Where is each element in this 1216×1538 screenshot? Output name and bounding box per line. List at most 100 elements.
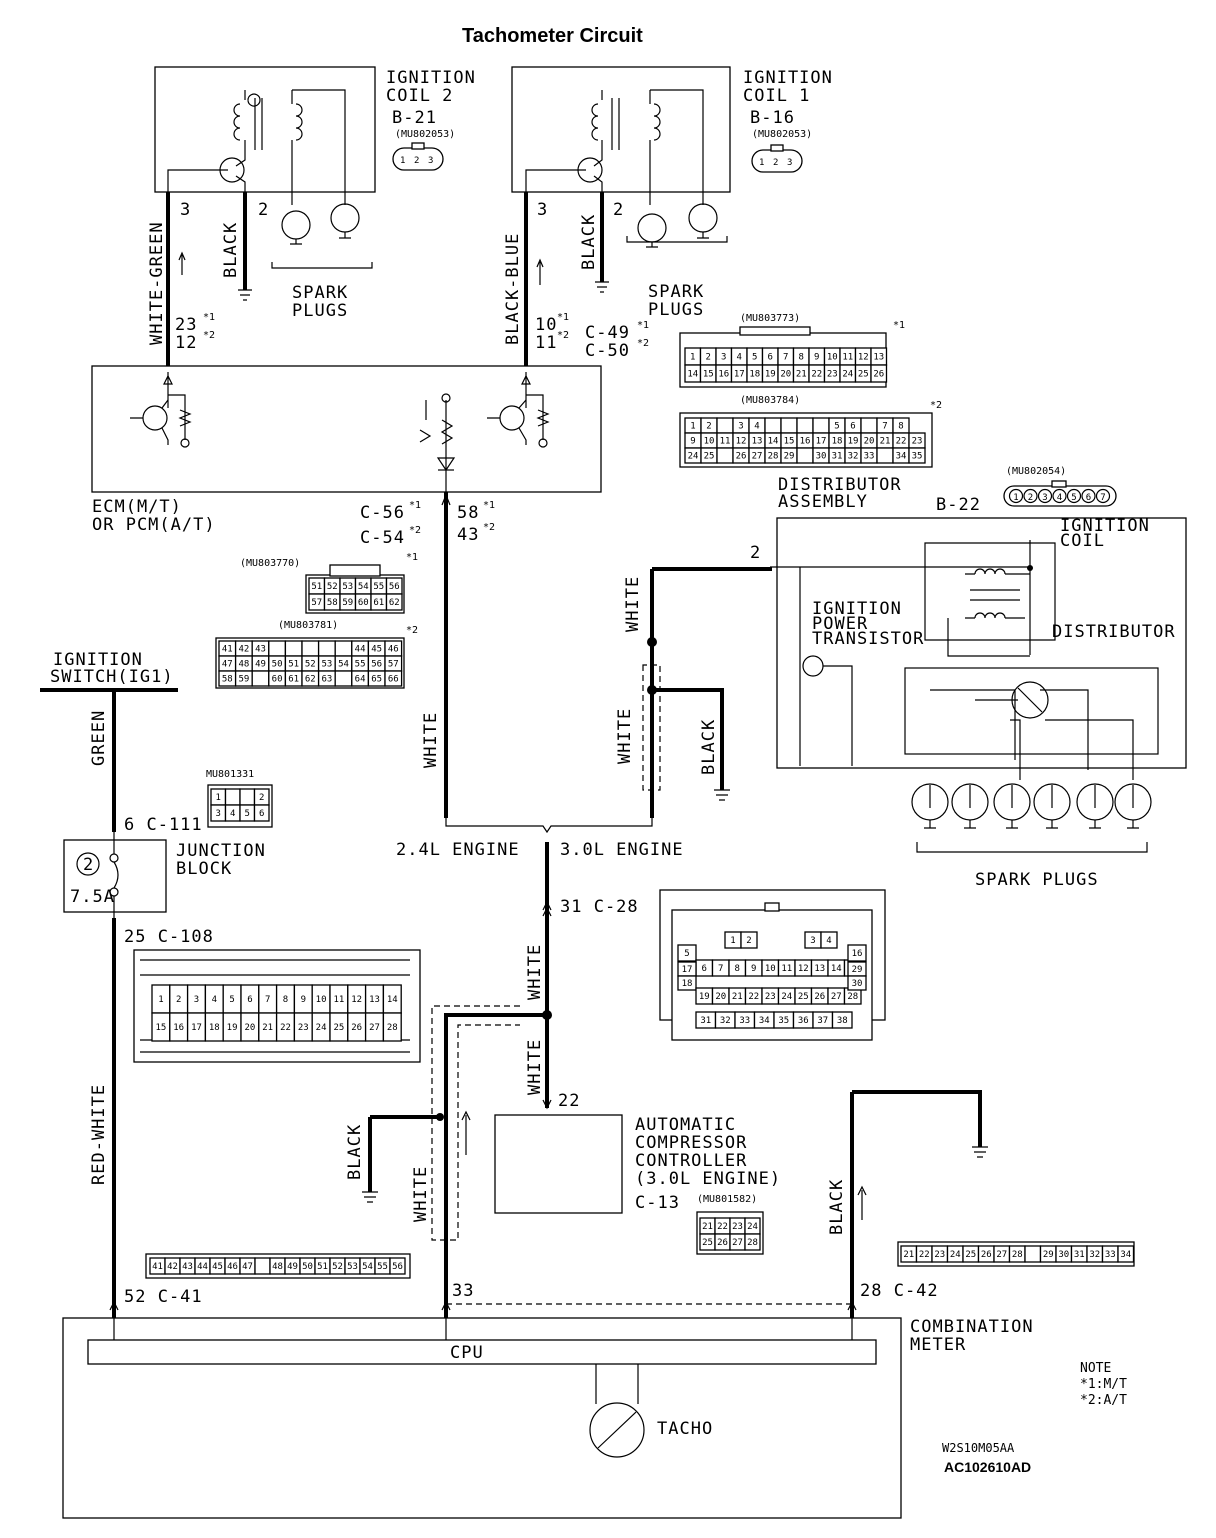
- c108-pin: 10: [316, 995, 327, 1005]
- c108-pin: 27: [369, 1023, 380, 1033]
- ecm-pin-58: 58: [457, 503, 479, 523]
- mu803784-pin: 16: [800, 437, 811, 447]
- c41-pin: 47: [242, 1262, 253, 1272]
- mu803784-pin: 12: [736, 437, 747, 447]
- ignition-coil-2: IGNITION COIL 2 B-21 (MU802053) 1 2 3 3 …: [154, 66, 475, 220]
- mu803773-pin: 7: [783, 353, 788, 363]
- star1-b: *1: [557, 312, 569, 323]
- mu803781-cell: [268, 640, 287, 657]
- c28-pin: 2: [746, 936, 751, 946]
- mu803784-pin: 18: [832, 437, 843, 447]
- distributor-ignition-coil-2: COIL: [1060, 531, 1105, 551]
- coil1-pin-2: 2: [773, 158, 778, 168]
- mu803784-pin: 2: [706, 422, 711, 432]
- c28-pin: 17: [682, 965, 693, 975]
- ecm-pin-11: 11: [535, 333, 557, 353]
- c41-pin: 52: [332, 1262, 343, 1272]
- mu801331-pin: 5: [245, 809, 250, 819]
- ecm-pin-12: 12: [175, 333, 197, 353]
- c28-pin: 27: [831, 992, 842, 1002]
- mu803773-pin: 26: [873, 370, 884, 380]
- coil1-pin-right: 2: [613, 200, 624, 220]
- mu803781-cell: [384, 670, 403, 687]
- coil1-name-1: IGNITION: [743, 68, 833, 88]
- c28-pin: 4: [826, 936, 831, 946]
- c42-pin: 31: [1074, 1250, 1085, 1260]
- mu803784-cell: [764, 417, 782, 434]
- engine-label-30: 3.0L ENGINE: [560, 840, 684, 860]
- compressor-connector: C-13: [635, 1193, 680, 1213]
- c28-pin: 21: [732, 992, 743, 1002]
- mu803784-pin: 35: [912, 452, 923, 462]
- wire-black-shield: BLACK: [345, 1124, 365, 1180]
- mu803781-cell: [284, 640, 303, 657]
- mu803773-pin: 9: [814, 353, 819, 363]
- distributor-pin-circle: [1081, 488, 1096, 504]
- mu803773-pin: 16: [718, 370, 729, 380]
- mu803781-pin: 63: [321, 675, 332, 685]
- combination-meter-1: COMBINATION: [910, 1317, 1034, 1337]
- mu803773-pin: 1: [690, 353, 695, 363]
- mu803773-pin: 14: [687, 370, 698, 380]
- spark-plug-ground-icon: [1089, 785, 1101, 829]
- wire-white-c13: WHITE: [525, 1039, 545, 1095]
- mu803784-pin: 5: [834, 422, 839, 432]
- combination-meter: COMBINATION METER CPU TACHO: [62, 1317, 1034, 1519]
- c41-pin: 54: [362, 1262, 373, 1272]
- mu803773-pin: 12: [858, 353, 869, 363]
- distributor-ignition-coil-1: IGNITION: [1060, 516, 1150, 536]
- ipt-label-1: IGNITION: [812, 599, 902, 619]
- distributor-pin-circle: [1037, 488, 1053, 504]
- mu803781-pin: 61: [288, 675, 299, 685]
- mu803781-pin: 45: [371, 645, 382, 655]
- distributor-assembly-name-2: ASSEMBLY: [778, 492, 868, 512]
- mu803773-pin: 3: [721, 353, 726, 363]
- engine-label-24: 2.4L ENGINE: [396, 840, 520, 860]
- mu803773-pin: 2: [706, 353, 711, 363]
- c28-pin: 9: [751, 964, 756, 974]
- mu803770-pin: 54: [358, 582, 369, 592]
- ignition-switch-2: SWITCH(IG1): [50, 667, 174, 687]
- wire-white-shield: WHITE: [615, 708, 635, 764]
- mu803784-pin: 26: [736, 452, 747, 462]
- star1-c: *1: [637, 320, 649, 331]
- c41-pin: 48: [272, 1262, 283, 1272]
- mu803770-pin: 59: [342, 598, 353, 608]
- mu803784-cell: [796, 417, 814, 434]
- wire-white-ecm: WHITE: [421, 712, 441, 768]
- star2-f: *2: [930, 400, 942, 411]
- mu803781-pin: 42: [238, 645, 249, 655]
- c28-cell: [820, 931, 838, 949]
- distributor-spark-plugs: [911, 783, 1152, 829]
- mu803784-pin: 1: [690, 422, 695, 432]
- c28-pin: 13: [814, 964, 825, 974]
- distributor-label: DISTRIBUTOR: [1052, 622, 1176, 642]
- mu803770-pin: 55: [373, 582, 384, 592]
- spark-plug-ground-icon: [924, 785, 936, 829]
- mu803784-pin: 25: [704, 452, 715, 462]
- c41-cell: [389, 1257, 406, 1275]
- combination-meter-2: METER: [910, 1335, 966, 1355]
- mu803770-pin: 56: [389, 582, 400, 592]
- ecm-connector-c49: C-49: [585, 323, 630, 343]
- mu803773-pin: 11: [842, 353, 853, 363]
- c28-pin: 11: [781, 964, 792, 974]
- mu803784-pin: 7: [882, 422, 887, 432]
- c13-pin: 26: [717, 1238, 728, 1248]
- mu803781-pin: 57: [388, 660, 399, 670]
- mu803784-cell: [716, 447, 734, 464]
- distributor-pin: 6: [1086, 493, 1091, 503]
- c108-pin: 2: [176, 995, 181, 1005]
- pin-28-c42: 28 C-42: [860, 1281, 939, 1301]
- mu803773-part: (MU803773): [740, 313, 800, 324]
- distributor-pin-2: 2: [750, 543, 761, 563]
- c28-pin: 33: [739, 1016, 750, 1026]
- mu803784-pin: 24: [688, 452, 699, 462]
- coil2-pin-2: 2: [414, 156, 419, 166]
- mu803781-cell: [301, 640, 320, 657]
- mu803781-pin: 47: [222, 660, 233, 670]
- mu803781-pin: 52: [305, 660, 316, 670]
